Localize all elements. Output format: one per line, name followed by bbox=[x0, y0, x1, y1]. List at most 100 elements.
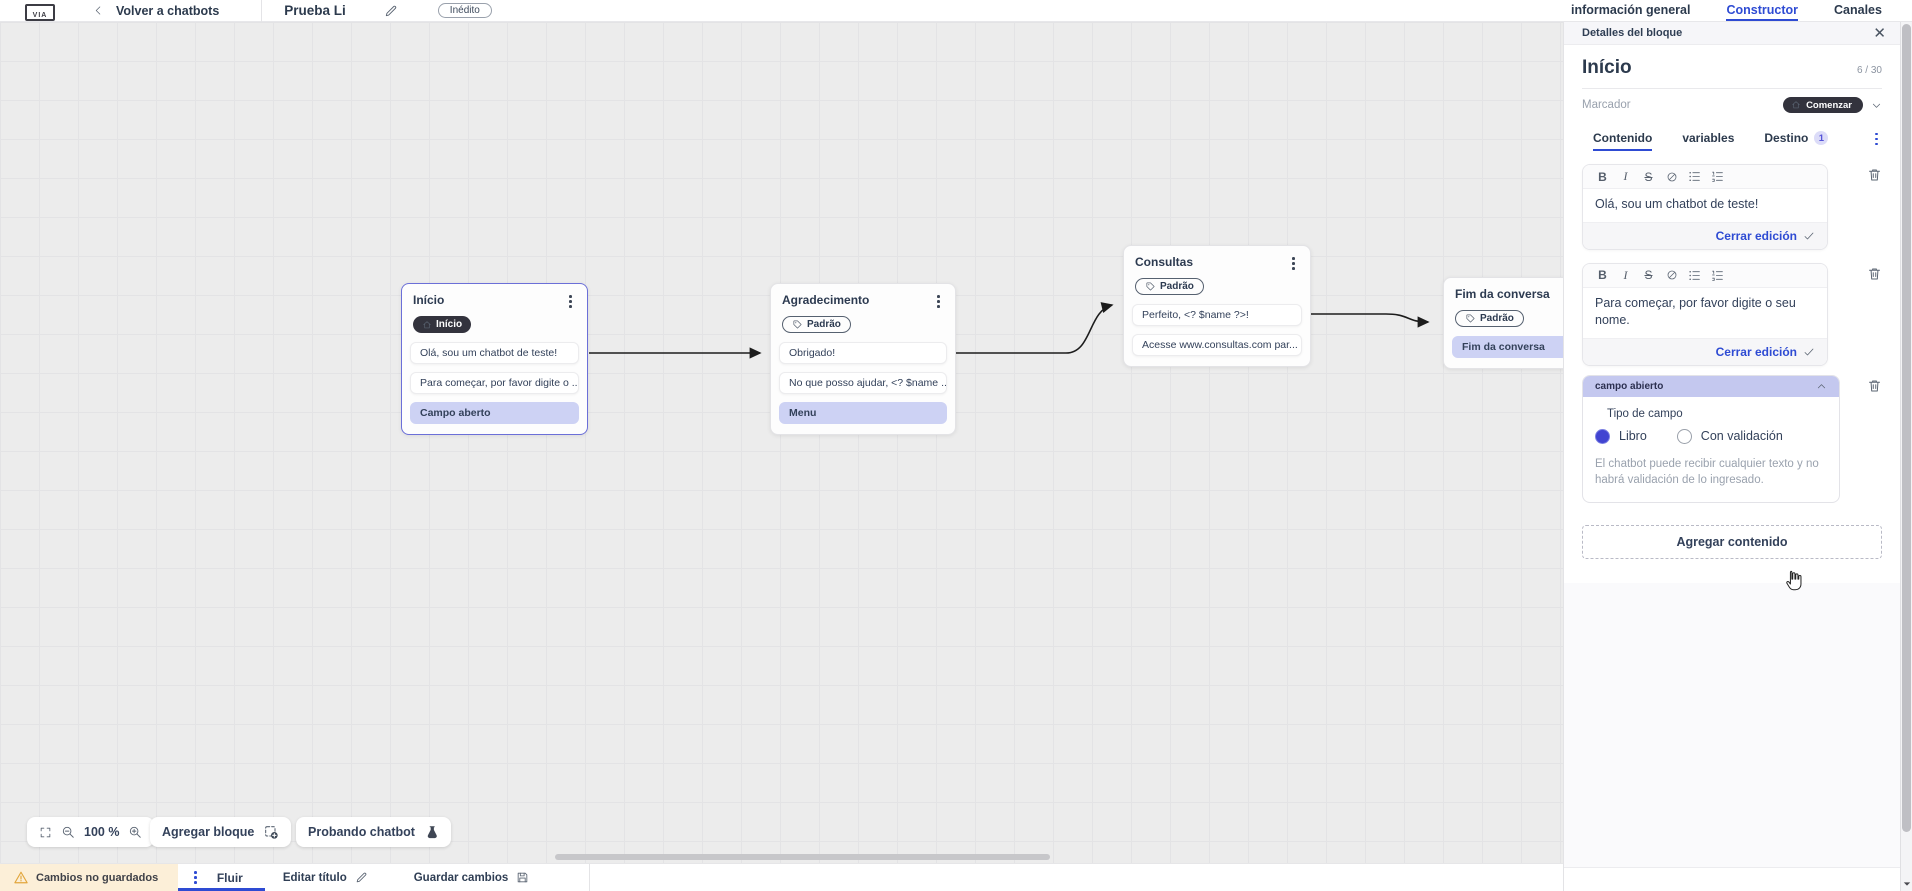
tab-variables[interactable]: variables bbox=[1682, 131, 1735, 145]
marker-value-pill[interactable]: Comenzar bbox=[1783, 97, 1863, 113]
check-icon bbox=[1804, 232, 1814, 239]
block-menu-item[interactable]: Menu bbox=[779, 402, 947, 424]
block-type-badge: Padrão bbox=[1455, 310, 1524, 327]
badge-label: Padrão bbox=[1480, 313, 1514, 324]
block-menu-button[interactable] bbox=[933, 293, 944, 310]
tag-icon bbox=[793, 320, 802, 329]
back-to-chatbots-button[interactable]: Volver a chatbots bbox=[93, 4, 219, 18]
block-content-item[interactable]: Para começar, por favor digite o ... bbox=[410, 372, 579, 394]
radio-unselected-icon[interactable] bbox=[1676, 428, 1692, 444]
home-icon bbox=[1792, 101, 1800, 109]
message-editor[interactable]: B I S Olá, sou um chatbot de teste! Cer bbox=[1582, 164, 1828, 250]
message-text-input[interactable]: Para começar, por favor digite o seu nom… bbox=[1583, 287, 1827, 338]
scrollbar-thumb[interactable] bbox=[1902, 24, 1911, 832]
block-content-item[interactable]: No que posso ajudar, <? $name ... bbox=[779, 372, 947, 394]
block-title: Agradecimento bbox=[782, 293, 870, 307]
radio-option-con-validacion[interactable]: Con validación bbox=[1676, 428, 1783, 444]
panel-footer bbox=[1564, 867, 1900, 891]
close-icon[interactable]: ✕ bbox=[1873, 24, 1886, 42]
edit-title-icon[interactable] bbox=[384, 4, 398, 18]
block-end-item[interactable]: Fim da conversa bbox=[1452, 336, 1563, 358]
test-chatbot-label: Probando chatbot bbox=[308, 825, 415, 839]
block-content-item[interactable]: Perfeito, <? $name ?>! bbox=[1132, 304, 1302, 326]
delete-content-icon[interactable] bbox=[1867, 167, 1882, 183]
tab-canales[interactable]: Canales bbox=[1834, 2, 1882, 17]
block-menu-button[interactable] bbox=[565, 293, 576, 310]
numbered-list-icon[interactable] bbox=[1706, 269, 1729, 282]
close-edit-button[interactable]: Cerrar edición bbox=[1583, 337, 1827, 365]
canvas-horizontal-scrollbar[interactable] bbox=[555, 854, 1050, 860]
open-field-header[interactable]: campo abierto bbox=[1583, 375, 1839, 397]
delete-content-icon[interactable] bbox=[1867, 378, 1882, 394]
italic-icon[interactable]: I bbox=[1623, 267, 1628, 282]
close-edit-label: Cerrar edición bbox=[1715, 344, 1797, 359]
tab-constructor[interactable]: Constructor bbox=[1726, 0, 1799, 21]
zoom-out-icon[interactable] bbox=[61, 825, 75, 839]
message-text-input[interactable]: Olá, sou um chatbot de teste! bbox=[1583, 189, 1827, 222]
destino-count-badge: 1 bbox=[1814, 131, 1829, 145]
block-inicio[interactable]: Início Início Olá, sou um chatbot de tes… bbox=[401, 283, 588, 435]
block-content-item[interactable]: Obrigado! bbox=[779, 342, 947, 364]
marker-value-label: Comenzar bbox=[1806, 99, 1852, 111]
tab-contenido[interactable]: Contenido bbox=[1593, 127, 1653, 151]
block-type-badge: Padrão bbox=[782, 316, 851, 333]
bold-icon[interactable]: B bbox=[1598, 169, 1607, 184]
bottombar-divider bbox=[589, 864, 591, 891]
flow-canvas[interactable]: Início Início Olá, sou um chatbot de tes… bbox=[0, 22, 1563, 863]
flow-connectors bbox=[589, 302, 1430, 359]
panel-content: Início 6 / 30 Marcador Comenzar Contenid… bbox=[1564, 45, 1900, 583]
bullet-list-icon[interactable] bbox=[1683, 269, 1706, 282]
save-changes-label: Guardar cambios bbox=[413, 871, 509, 884]
link-icon[interactable] bbox=[1660, 171, 1683, 183]
strikethrough-icon[interactable]: S bbox=[1644, 268, 1653, 282]
panel-vertical-scrollbar[interactable] bbox=[1900, 22, 1912, 891]
tab-informacion-general[interactable]: información general bbox=[1571, 2, 1691, 17]
delete-content-icon[interactable] bbox=[1867, 266, 1882, 282]
zoom-controls: 100 % bbox=[27, 817, 155, 847]
scrollbar-down-arrow[interactable] bbox=[1903, 880, 1911, 888]
panel-menu-button[interactable] bbox=[1871, 131, 1882, 148]
message-editor[interactable]: B I S Para começar, por favor digite o s… bbox=[1582, 262, 1828, 366]
save-changes-button[interactable]: Guardar cambios bbox=[414, 864, 530, 891]
open-field-title: campo abierto bbox=[1595, 380, 1664, 392]
badge-label: Padrão bbox=[807, 319, 841, 330]
block-open-field-item[interactable]: Campo aberto bbox=[410, 402, 579, 424]
badge-label: Padrão bbox=[1160, 281, 1194, 292]
close-edit-button[interactable]: Cerrar edición bbox=[1583, 221, 1827, 249]
radio-selected-icon[interactable] bbox=[1595, 428, 1610, 444]
numbered-list-icon[interactable] bbox=[1706, 170, 1729, 183]
block-agradecimento[interactable]: Agradecimento Padrão Obrigado! No que po… bbox=[770, 283, 956, 435]
block-content-item[interactable]: Olá, sou um chatbot de teste! bbox=[410, 342, 579, 364]
bold-icon[interactable]: B bbox=[1598, 268, 1607, 282]
bottom-bar: Cambios no guardados Fluir Editar título… bbox=[0, 863, 1563, 891]
editor-toolbar: B I S bbox=[1583, 165, 1827, 189]
chevron-down-icon[interactable] bbox=[1871, 100, 1882, 111]
main-nav-tabs: información general Constructor Canales bbox=[1563, 0, 1912, 21]
strikethrough-icon[interactable]: S bbox=[1644, 169, 1653, 184]
tab-destino[interactable]: Destino 1 bbox=[1764, 127, 1829, 151]
block-fim-da-conversa[interactable]: Fim da conversa Padrão Fim da conversa bbox=[1443, 277, 1563, 369]
link-icon[interactable] bbox=[1660, 269, 1683, 281]
radio-libro-label: Libro bbox=[1619, 429, 1647, 443]
block-details-panel: Detalles del bloque ✕ Início 6 / 30 Marc… bbox=[1563, 22, 1900, 891]
badge-label: Início bbox=[436, 319, 463, 330]
radio-option-libro[interactable]: Libro bbox=[1595, 428, 1647, 444]
pencil-icon bbox=[356, 872, 367, 883]
test-chatbot-button[interactable]: Probando chatbot bbox=[296, 817, 451, 847]
fullscreen-icon[interactable] bbox=[39, 826, 52, 839]
edit-title-button[interactable]: Editar título bbox=[283, 864, 368, 891]
block-menu-button[interactable] bbox=[1288, 255, 1299, 272]
chevron-up-icon[interactable] bbox=[1816, 381, 1827, 392]
block-consultas[interactable]: Consultas Padrão Perfeito, <? $name ?>! … bbox=[1123, 245, 1311, 367]
tab-fluir[interactable]: Fluir bbox=[178, 864, 265, 891]
open-field-card: campo abierto Tipo de campo Libro Con va… bbox=[1582, 374, 1840, 503]
italic-icon[interactable]: I bbox=[1623, 169, 1628, 183]
bullet-list-icon[interactable] bbox=[1683, 170, 1706, 183]
flow-menu-button[interactable] bbox=[190, 869, 201, 886]
add-block-button[interactable]: Agregar bloque bbox=[150, 817, 292, 847]
block-name-field[interactable]: Início bbox=[1582, 57, 1632, 78]
flask-icon bbox=[427, 825, 437, 838]
add-content-button[interactable]: Agregar contenido bbox=[1582, 524, 1882, 559]
block-content-item[interactable]: Acesse www.consultas.com par... bbox=[1132, 334, 1302, 356]
zoom-in-icon[interactable] bbox=[128, 825, 142, 839]
